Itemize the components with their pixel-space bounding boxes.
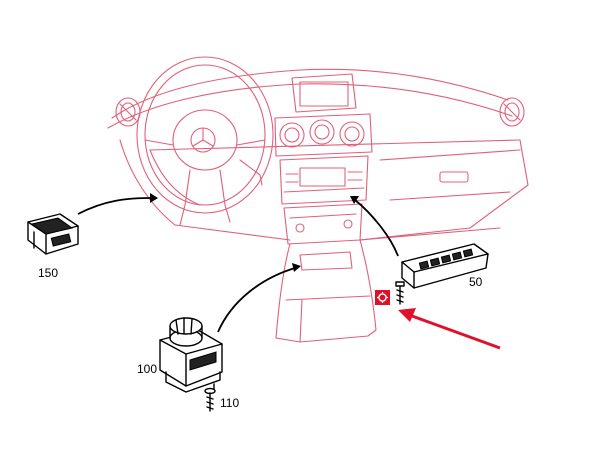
callout-150: 150: [38, 266, 59, 280]
center-tunnel: [275, 239, 377, 343]
steering-wheel: [136, 56, 274, 226]
callout-100: 100: [137, 362, 158, 376]
center-air-vents: [274, 113, 373, 157]
part-50-switch-panel: [401, 243, 489, 289]
center-display: [291, 73, 357, 113]
screw-50: [395, 281, 405, 305]
part-100-controller: [159, 317, 223, 393]
side-air-vents: [115, 97, 525, 127]
leader-lines: [77, 193, 399, 333]
red-arrow-icon: [398, 308, 501, 350]
part-110-screw: [204, 387, 216, 412]
callout-110: 110: [220, 396, 240, 410]
gear-in-red-square-icon: [375, 290, 390, 305]
callout-50: 50: [469, 275, 483, 289]
part-150-switch: [27, 213, 79, 255]
